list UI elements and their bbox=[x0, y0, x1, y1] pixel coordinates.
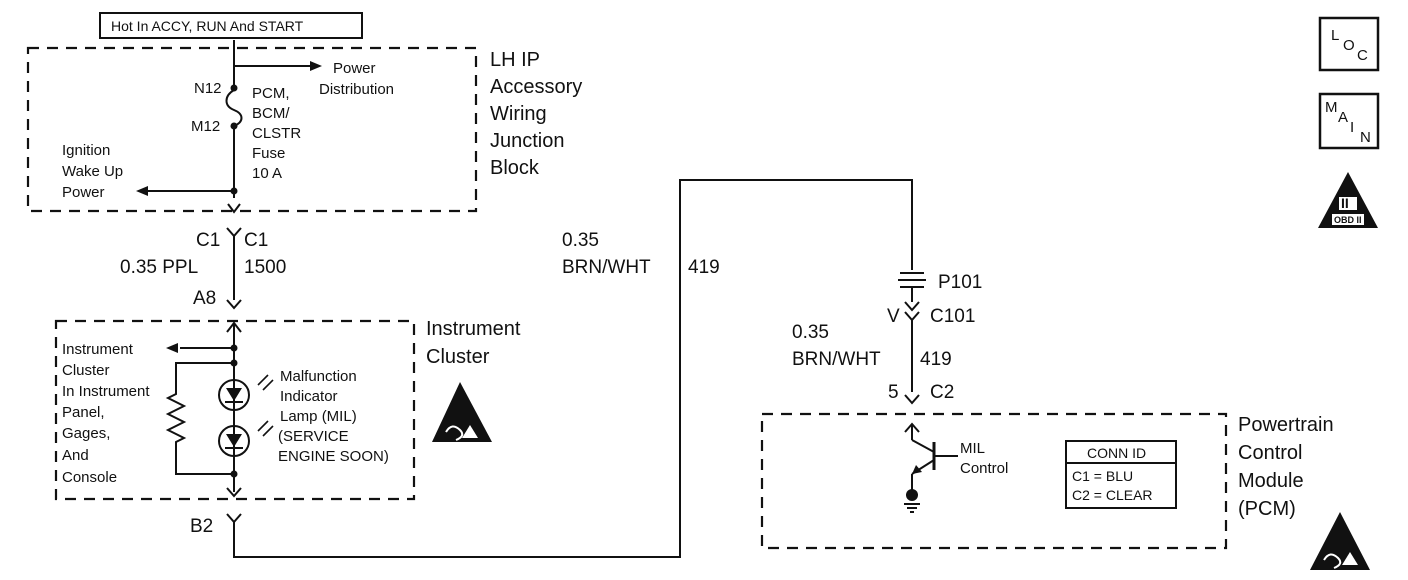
wire-419-right-color: BRN/WHT bbox=[792, 349, 881, 370]
junction-block-title: LH IP Accessory Wiring Junction Block bbox=[490, 49, 582, 179]
pin-5: 5 bbox=[888, 382, 899, 403]
svg-text:MIL: MIL bbox=[960, 440, 985, 457]
svg-text:Module: Module bbox=[1238, 470, 1304, 492]
pin-n12: N12 bbox=[194, 80, 222, 97]
svg-text:LH IP: LH IP bbox=[490, 49, 540, 71]
conn-id-row: C1 = BLU bbox=[1072, 468, 1133, 484]
svg-text:Junction: Junction bbox=[490, 130, 565, 152]
instrument-cluster: Instrument Cluster Instrument Cluster In… bbox=[54, 318, 521, 501]
arrow-left-icon bbox=[166, 343, 178, 353]
loc-icon[interactable]: L O C bbox=[1318, 16, 1380, 72]
svg-text:Indicator: Indicator bbox=[280, 388, 338, 405]
svg-text:PCM,: PCM, bbox=[252, 85, 290, 102]
pin-a8: A8 bbox=[193, 288, 216, 309]
svg-text:Cluster: Cluster bbox=[426, 346, 490, 368]
svg-text:OBD II: OBD II bbox=[1334, 215, 1362, 225]
svg-text:Power: Power bbox=[333, 60, 376, 77]
obd-ii-icon[interactable]: II OBD II bbox=[1318, 172, 1378, 228]
pcm-module: Powertrain Control Module (PCM) MIL Cont… bbox=[760, 412, 1334, 550]
svg-text:Control: Control bbox=[1238, 442, 1302, 464]
svg-text:Panel,: Panel, bbox=[62, 404, 105, 421]
svg-text:Ignition: Ignition bbox=[62, 142, 110, 159]
svg-text:Control: Control bbox=[960, 460, 1008, 477]
led-icon bbox=[218, 420, 274, 457]
power-banner-text: Hot In ACCY, RUN And START bbox=[111, 18, 304, 34]
svg-text:(PCM): (PCM) bbox=[1238, 498, 1296, 520]
svg-text:10 A: 10 A bbox=[252, 165, 282, 182]
svg-text:Accessory: Accessory bbox=[490, 76, 582, 98]
cluster-title: Instrument Cluster bbox=[426, 318, 521, 368]
wire-size-color: 0.35 PPL bbox=[120, 257, 198, 278]
c1-right-label: C1 bbox=[244, 230, 268, 251]
terminal-icon bbox=[227, 203, 241, 214]
svg-text:Wiring: Wiring bbox=[490, 103, 547, 125]
svg-text:N: N bbox=[1360, 129, 1371, 146]
svg-text:CLSTR: CLSTR bbox=[252, 125, 301, 142]
wire-419-circuit: 419 bbox=[688, 257, 720, 278]
led-icon bbox=[218, 374, 274, 411]
wire-419-right-circuit: 419 bbox=[920, 349, 952, 370]
conn-id-row: C2 = CLEAR bbox=[1072, 487, 1153, 503]
connector-p101: P101 V C101 0.35 BRN/WHT 419 5 C2 bbox=[792, 272, 982, 405]
svg-text:And: And bbox=[62, 447, 89, 464]
ground-icon bbox=[904, 489, 920, 513]
svg-text:C: C bbox=[1357, 47, 1368, 64]
svg-text:Instrument: Instrument bbox=[426, 318, 521, 340]
svg-text:Gages,: Gages, bbox=[62, 425, 110, 442]
wire-419: B2 0.35 BRN/WHT 419 bbox=[190, 179, 913, 558]
svg-text:Block: Block bbox=[490, 157, 540, 179]
mil-label: Malfunction Indicator Lamp (MIL) (SERVIC… bbox=[278, 368, 389, 465]
arrow-left-icon bbox=[136, 186, 148, 196]
wire-419-size: 0.35 bbox=[562, 230, 599, 251]
c101-label: C101 bbox=[930, 306, 975, 327]
svg-text:Cluster: Cluster bbox=[62, 362, 110, 379]
transistor-icon bbox=[911, 439, 958, 490]
svg-text:Fuse: Fuse bbox=[252, 145, 285, 162]
pin-m12: M12 bbox=[191, 118, 220, 135]
svg-text:M: M bbox=[1325, 99, 1338, 116]
conn-id-header: CONN ID bbox=[1087, 445, 1146, 461]
wire-419-right-size: 0.35 bbox=[792, 322, 829, 343]
svg-text:Console: Console bbox=[62, 469, 117, 486]
svg-text:Lamp (MIL): Lamp (MIL) bbox=[280, 408, 357, 425]
main-icon[interactable]: M A I N bbox=[1318, 92, 1380, 150]
pcm-title: Powertrain Control Module (PCM) bbox=[1238, 414, 1334, 520]
svg-text:O: O bbox=[1343, 37, 1355, 54]
pin-v: V bbox=[887, 306, 900, 327]
svg-text:Malfunction: Malfunction bbox=[280, 368, 357, 385]
svg-text:Power: Power bbox=[62, 184, 105, 201]
svg-text:L: L bbox=[1331, 27, 1339, 44]
connector-c1: C1 C1 0.35 PPL 1500 A8 bbox=[120, 227, 286, 310]
p101-label: P101 bbox=[938, 272, 982, 293]
svg-text:II: II bbox=[1341, 195, 1349, 211]
fuse-label: PCM, BCM/ CLSTR Fuse 10 A bbox=[252, 85, 301, 182]
resistor-icon bbox=[165, 362, 234, 475]
wake-up-label: Ignition Wake Up Power bbox=[62, 142, 123, 201]
pin-b2: B2 bbox=[190, 516, 213, 537]
mil-control-label: MIL Control bbox=[960, 440, 1008, 477]
esd-warning-icon bbox=[1310, 512, 1370, 570]
svg-text:A: A bbox=[1338, 109, 1348, 126]
svg-text:BCM/: BCM/ bbox=[252, 105, 290, 122]
svg-text:Instrument: Instrument bbox=[62, 341, 134, 358]
conn-id-table: CONN ID C1 = BLU C2 = CLEAR bbox=[1065, 440, 1177, 509]
arrow-right-icon bbox=[310, 61, 322, 71]
wire-419-color: BRN/WHT bbox=[562, 257, 651, 278]
esd-warning-icon bbox=[432, 382, 492, 442]
svg-text:I: I bbox=[1350, 119, 1354, 136]
svg-text:In Instrument: In Instrument bbox=[62, 383, 150, 400]
svg-text:(SERVICE: (SERVICE bbox=[278, 428, 349, 445]
svg-text:Distribution: Distribution bbox=[319, 81, 394, 98]
power-banner: Hot In ACCY, RUN And START bbox=[99, 12, 363, 39]
circuit-number: 1500 bbox=[244, 257, 286, 278]
fuse-icon bbox=[225, 89, 243, 127]
svg-text:Powertrain: Powertrain bbox=[1238, 414, 1334, 436]
svg-text:Wake Up: Wake Up bbox=[62, 163, 123, 180]
cluster-feed-label: Instrument Cluster In Instrument Panel, … bbox=[62, 341, 150, 486]
c1-left-label: C1 bbox=[196, 230, 220, 251]
junction-block: LH IP Accessory Wiring Junction Block Po… bbox=[26, 40, 582, 214]
c2-label: C2 bbox=[930, 382, 954, 403]
svg-text:ENGINE SOON): ENGINE SOON) bbox=[278, 448, 389, 465]
